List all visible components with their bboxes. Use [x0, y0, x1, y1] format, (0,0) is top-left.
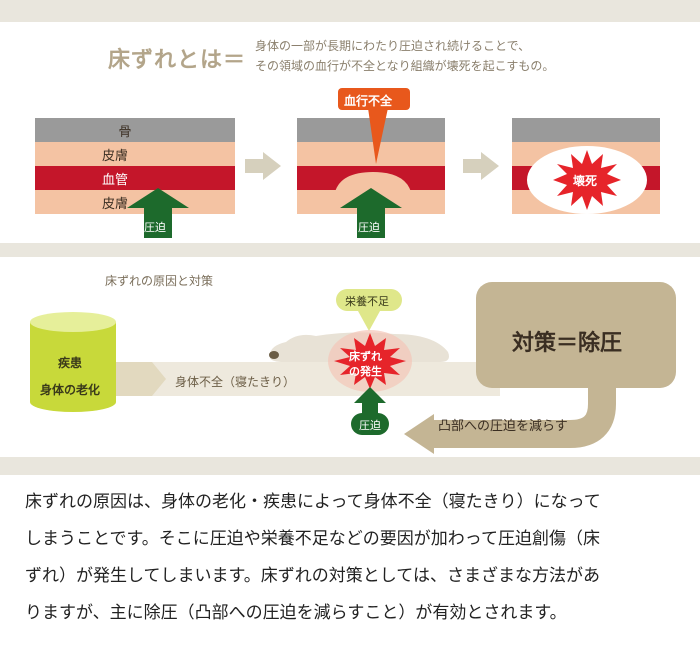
bone-layer-3: [512, 118, 660, 142]
necrosis-burst: [527, 146, 647, 214]
pressure-badge-arrow: [351, 387, 389, 435]
necrosis-label: 壊死: [573, 174, 598, 188]
paragraph-line-3: ずれ）が発生してしまいます。床ずれの対策としては、さまざまな方法があ: [25, 566, 600, 586]
top-band: [0, 0, 700, 22]
blood-failure-label: 血行不全: [344, 94, 393, 108]
paragraph-line-1: 床ずれの原因は、身体の老化・疾患によって身体不全（寝たきり）になって: [25, 492, 601, 512]
pressure-arrow-1: [127, 188, 189, 238]
vessel-layer: 血管: [35, 166, 235, 190]
explanation-paragraph: 床ずれの原因は、身体の老化・疾患によって身体不全（寝たきり）になって しまうこと…: [25, 484, 685, 632]
skin-layer-top-2: [297, 142, 445, 166]
middle-band: [0, 243, 700, 257]
reduce-pressure-label: 凸部への圧迫を減らす: [438, 419, 568, 434]
step-arrow-1: [245, 152, 281, 180]
skin-label-bottom: 皮膚: [101, 196, 128, 212]
paragraph-line-4: りますが、主に除圧（凸部への圧迫を減らすこと）が有効とされます。: [25, 603, 567, 623]
skin-layer-top: 皮膚: [35, 142, 235, 166]
immobility-label: 身体不全（寝たきり）: [175, 375, 296, 389]
cause-cylinder: [30, 312, 116, 412]
aging-label: 身体の老化: [40, 383, 101, 397]
countermeasure-label: 対策＝除圧: [512, 331, 623, 356]
paragraph-line-2: しまうことです。そこに圧迫や栄養不足などの要因が加わって圧迫創傷（床: [25, 529, 600, 549]
pressure-label-1: 圧迫: [144, 221, 166, 234]
vessel-label: 血管: [101, 172, 128, 188]
countermeasure-loop: [404, 282, 676, 454]
lower-band: [0, 457, 700, 475]
cause-section-title: 床ずれの原因と対策: [105, 274, 214, 288]
blood-failure-callout: [338, 88, 410, 164]
skin-label-top: 皮膚: [101, 148, 128, 164]
bone-label: 骨: [118, 124, 132, 140]
skin-layer-bottom: 皮膚: [35, 190, 235, 214]
flow-arrow: [116, 362, 166, 396]
nutrition-label: 栄養不足: [345, 295, 389, 308]
bone-layer: 骨: [35, 118, 235, 142]
disease-label: 疾患: [58, 356, 83, 370]
page-title: 床ずれとは＝: [108, 48, 247, 73]
onset-burst: [328, 330, 412, 392]
compressed-bulge: [335, 172, 411, 192]
pressure-badge-label: 圧迫: [359, 419, 381, 432]
pressure-label-2: 圧迫: [358, 221, 380, 234]
nutrition-badge: [336, 289, 402, 331]
definition-line-1: 身体の一部が長期にわたり圧迫され続けることで、: [255, 39, 531, 53]
definition-line-2: その領域の血行が不全となり組織が壊死を起こすもの。: [255, 59, 555, 73]
pressure-arrow-2: [340, 188, 402, 238]
onset-label-2: の発生: [349, 365, 382, 378]
onset-label-1: 床ずれ: [349, 350, 382, 363]
step-arrow-2: [463, 152, 499, 180]
